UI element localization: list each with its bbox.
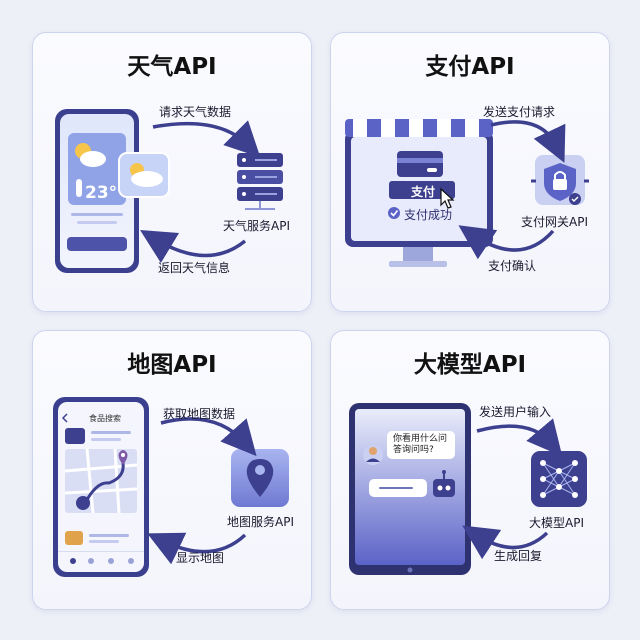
phone-icon — [53, 397, 149, 577]
map-pin-icon — [231, 449, 289, 507]
map-api-illustration — [53, 397, 289, 577]
request-arrow — [490, 120, 566, 163]
request-label: 发送用户输入 — [479, 405, 552, 419]
service-label: 地图服务API — [227, 515, 294, 529]
weather-api-card: 天气API 23° — [32, 32, 312, 312]
cloud-sun-icon — [118, 152, 170, 198]
user-avatar-icon — [363, 445, 383, 465]
request-arrow — [476, 418, 563, 457]
response-arrow — [458, 225, 555, 260]
response-label: 返回天气信息 — [158, 261, 231, 275]
service-label: 支付网关API — [521, 215, 588, 229]
user-message-text: 你看用什么问答询问吗? — [393, 434, 448, 455]
payment-api-card: 支付API — [330, 32, 610, 312]
service-label: 大模型API — [529, 516, 584, 530]
storefront-awning-icon — [345, 119, 493, 137]
request-label: 获取地图数据 — [163, 407, 236, 421]
weather-api-illustration: 23° — [55, 109, 283, 273]
llm-api-card: 大模型API — [330, 330, 610, 610]
robot-icon — [433, 470, 455, 497]
request-arrow — [152, 120, 261, 158]
user-message-bubble — [387, 431, 455, 459]
pay-button[interactable] — [389, 181, 455, 199]
response-arrow — [462, 525, 549, 560]
cursor-icon — [440, 187, 455, 209]
temperature-readout: 23° — [85, 183, 117, 203]
request-arrow — [160, 417, 257, 457]
response-label: 生成回复 — [494, 549, 543, 563]
credit-card-icon — [397, 151, 443, 177]
payment-api-illustration — [345, 119, 589, 267]
request-label: 请求天气数据 — [159, 105, 232, 119]
map-api-card: 地图API — [32, 330, 312, 610]
weather-api-title: 天气API — [127, 54, 217, 80]
neural-network-icon — [531, 451, 587, 507]
shield-lock-icon — [531, 155, 589, 205]
response-label: 支付确认 — [488, 259, 537, 273]
response-arrow — [140, 229, 247, 264]
service-label: 天气服务API — [223, 219, 290, 233]
llm-api-title: 大模型API — [413, 352, 527, 378]
request-label: 发送支付请求 — [483, 105, 556, 119]
payment-api-title: 支付API — [425, 54, 515, 80]
llm-api-illustration — [349, 403, 587, 575]
map-api-title: 地图API — [127, 352, 217, 378]
phone-icon — [55, 109, 139, 273]
app-header-label: 食品搜索 — [89, 414, 121, 423]
server-stack-icon — [237, 153, 283, 210]
response-label: 显示地图 — [176, 551, 225, 565]
pay-button-label: 支付 — [411, 185, 436, 199]
payment-success-label: 支付成功 — [404, 208, 453, 222]
check-circle-icon — [388, 207, 400, 219]
response-arrow — [147, 532, 247, 565]
